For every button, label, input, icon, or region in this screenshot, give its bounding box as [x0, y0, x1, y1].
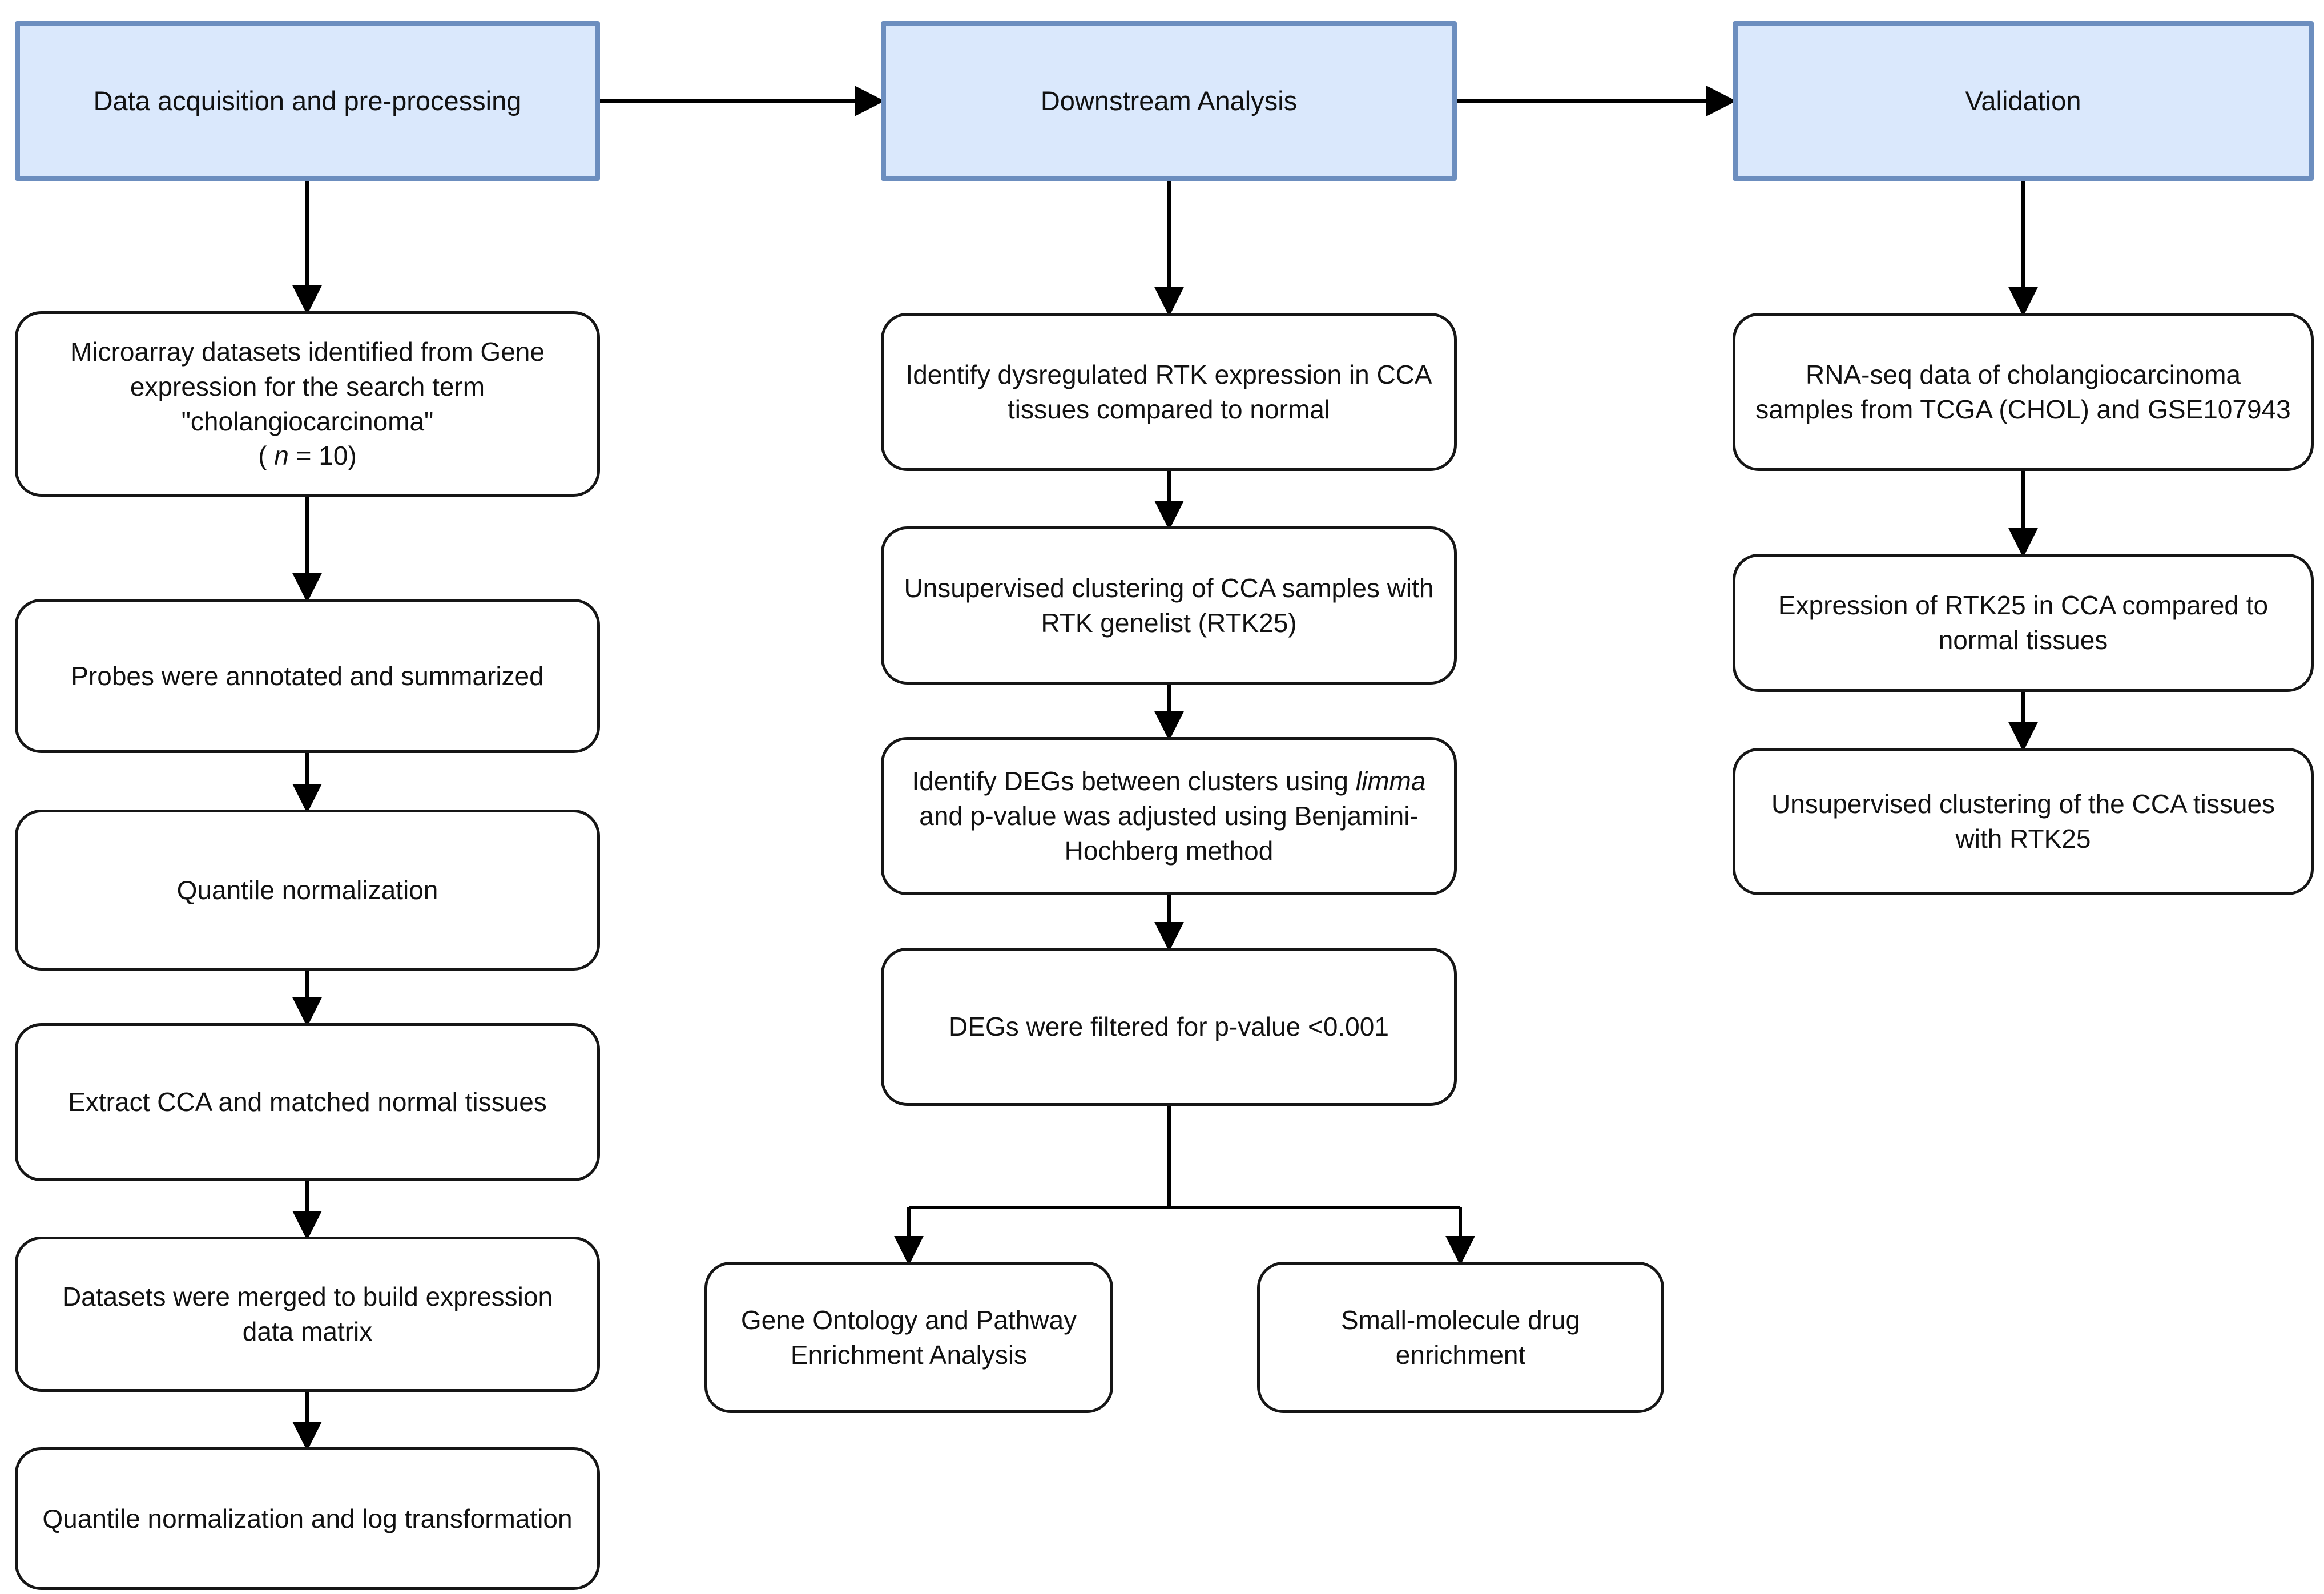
node-identify-rtk: Identify dysregulated RTK expression in …	[881, 313, 1457, 471]
node-small-molecule: Small-molecule drug enrichment	[1257, 1262, 1664, 1413]
arrow-col3-header-to-rnaseq	[2008, 181, 2038, 317]
node-rtk25-expression: Expression of RTK25 in CCA compared to n…	[1733, 554, 2314, 692]
arrow-col1-probes-to-quantile	[292, 753, 322, 814]
header-data-acquisition: Data acquisition and pre-processing	[15, 21, 600, 181]
node-datasets-merged: Datasets were merged to build expression…	[15, 1237, 600, 1392]
arrow-header1-header2	[600, 86, 885, 116]
node-probes-annotated: Probes were annotated and summarized	[15, 599, 600, 753]
arrow-col1-merged-to-quantilelog	[292, 1392, 322, 1451]
arrow-col3-expression-to-clustering	[2008, 692, 2038, 752]
node-unsupervised-clustering-cca-label: Unsupervised clustering of CCA samples w…	[904, 573, 1434, 638]
node-identify-degs-label: Identify DEGs between clusters using lim…	[912, 766, 1426, 866]
node-degs-filtered-label: DEGs were filtered for p-value <0.001	[949, 1012, 1389, 1042]
node-datasets-merged-label: Datasets were merged to build expression…	[62, 1282, 553, 1346]
node-small-molecule-label: Small-molecule drug enrichment	[1340, 1305, 1581, 1370]
arrow-col1-header-to-microarray	[292, 181, 322, 315]
arrow-col3-rnaseq-to-expression	[2008, 471, 2038, 558]
node-rnaseq-data: RNA-seq data of cholangiocarcinoma sampl…	[1733, 313, 2314, 471]
node-unsupervised-clustering-rtk25: Unsupervised clustering of the CCA tissu…	[1733, 748, 2314, 895]
node-quantile-normalization: Quantile normalization	[15, 810, 600, 971]
node-identify-degs: Identify DEGs between clusters using lim…	[881, 737, 1457, 895]
node-go-pathway-label: Gene Ontology and Pathway Enrichment Ana…	[740, 1305, 1077, 1370]
node-identify-rtk-label: Identify dysregulated RTK expression in …	[905, 359, 1432, 424]
node-extract-cca-label: Extract CCA and matched normal tissues	[68, 1087, 547, 1117]
sample-size-line: ( n = 10)	[258, 441, 357, 471]
node-probes-annotated-label: Probes were annotated and summarized	[71, 661, 544, 691]
node-quantile-log: Quantile normalization and log transform…	[15, 1447, 600, 1590]
header-downstream-analysis-label: Downstream Analysis	[1040, 86, 1298, 116]
node-extract-cca: Extract CCA and matched normal tissues	[15, 1023, 600, 1181]
node-quantile-normalization-label: Quantile normalization	[176, 875, 438, 905]
arrow-col2-header-to-identify	[1154, 181, 1184, 317]
node-microarray-datasets-label: Microarray datasets identified from Gene…	[37, 335, 578, 473]
node-unsupervised-clustering-cca: Unsupervised clustering of CCA samples w…	[881, 526, 1457, 685]
arrow-col1-extract-to-merged	[292, 1181, 322, 1241]
header-data-acquisition-label: Data acquisition and pre-processing	[93, 86, 522, 116]
header-validation: Validation	[1733, 21, 2314, 181]
header-downstream-analysis: Downstream Analysis	[881, 21, 1457, 181]
arrow-col1-microarray-to-probes	[292, 497, 322, 603]
node-microarray-datasets: Microarray datasets identified from Gene…	[15, 311, 600, 497]
node-unsupervised-clustering-rtk25-label: Unsupervised clustering of the CCA tissu…	[1771, 789, 2275, 854]
node-rnaseq-data-label: RNA-seq data of cholangiocarcinoma sampl…	[1755, 359, 2291, 424]
node-rtk25-expression-label: Expression of RTK25 in CCA compared to n…	[1778, 590, 2269, 655]
arrow-col2-clustering-to-degs	[1154, 685, 1184, 741]
arrow-header2-header3	[1457, 86, 1737, 116]
node-go-pathway: Gene Ontology and Pathway Enrichment Ana…	[704, 1262, 1113, 1413]
arrow-col2-degs-to-filtered	[1154, 895, 1184, 952]
header-validation-label: Validation	[1965, 86, 2081, 116]
arrow-col1-quantile-to-extract	[292, 971, 322, 1027]
node-degs-filtered: DEGs were filtered for p-value <0.001	[881, 948, 1457, 1106]
node-quantile-log-label: Quantile normalization and log transform…	[42, 1503, 573, 1533]
split-connector	[894, 1106, 1475, 1266]
arrow-col2-identify-to-clustering	[1154, 471, 1184, 530]
